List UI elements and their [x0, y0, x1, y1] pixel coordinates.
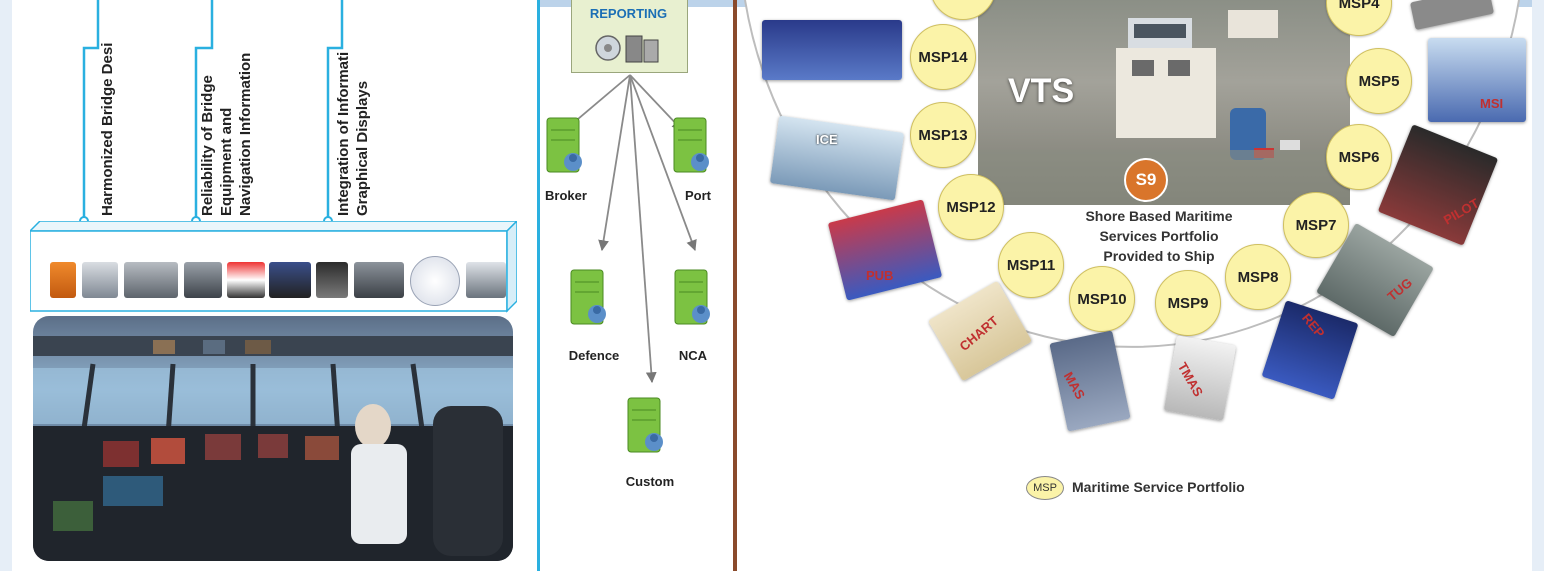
gps-receiver-icon: [316, 262, 348, 298]
requirements-tree: [79, 0, 344, 226]
reporting-hub-label: REPORTING: [589, 6, 668, 21]
broker-server-icon: [546, 117, 582, 173]
workstation-icon: [466, 262, 506, 298]
nca-server-icon: [674, 269, 710, 325]
chart-display-icon: [227, 262, 265, 298]
msp7-node: MSP7: [1283, 192, 1349, 258]
defence-server-icon: [570, 269, 606, 325]
ship-bridge-illustration: [33, 336, 513, 561]
custom-label: Custom: [625, 474, 675, 489]
symbol-wheel-icon: [410, 256, 460, 306]
radar-display-icon: [124, 262, 178, 298]
legend-badge: MSP: [1026, 476, 1064, 500]
pub-label: PUB: [866, 268, 894, 283]
msp12-node: MSP12: [938, 174, 1004, 240]
weather-photo: [762, 20, 902, 80]
defence-label: Defence: [568, 348, 620, 363]
msp5-node: MSP5: [1346, 48, 1412, 114]
msp13-node: MSP13: [910, 102, 976, 168]
center-caption: Shore Based Maritime Services Portfolio …: [1085, 208, 1233, 264]
reporting-gear-icon: [595, 35, 659, 63]
ice-label: ICE: [816, 132, 838, 147]
reporting-arrows: [564, 74, 697, 384]
broker-label: Broker: [545, 188, 587, 203]
control-panel-icon: [184, 262, 222, 298]
requirement-1-label: Harmonized Bridge Desi: [99, 42, 116, 216]
legend-text: Maritime Service Portfolio: [1072, 479, 1245, 495]
msp6-node: MSP6: [1326, 124, 1392, 190]
port-label: Port: [685, 188, 711, 203]
msp8-node: MSP8: [1225, 244, 1291, 310]
vts-title: VTS: [1008, 72, 1075, 110]
msi-label: MSI: [1480, 96, 1504, 111]
right-strip: [1532, 0, 1544, 571]
requirement-2-label: Reliability of Bridge Equipment and Navi…: [199, 52, 254, 216]
ship-bridge-photo: [33, 316, 513, 561]
left-strip: [0, 0, 12, 571]
s9-badge: S9: [1124, 158, 1168, 202]
radio-console-icon: [354, 262, 404, 298]
msp9-node: MSP9: [1155, 270, 1221, 336]
nca-label: NCA: [678, 348, 708, 363]
msp14-node: MSP14: [910, 24, 976, 90]
port-server-icon: [673, 117, 709, 173]
msp11-node: MSP11: [998, 232, 1064, 298]
ecdis-icon: [269, 262, 311, 298]
monitor-icon: [82, 262, 118, 298]
msp10-node: MSP10: [1069, 266, 1135, 332]
panel-divider: [733, 0, 737, 571]
requirement-3-label: Integration of Informati Graphical Displ…: [335, 51, 371, 216]
custom-server-icon: [627, 397, 663, 453]
msi-photo: [1428, 38, 1526, 122]
buoy-icon: [50, 262, 76, 298]
